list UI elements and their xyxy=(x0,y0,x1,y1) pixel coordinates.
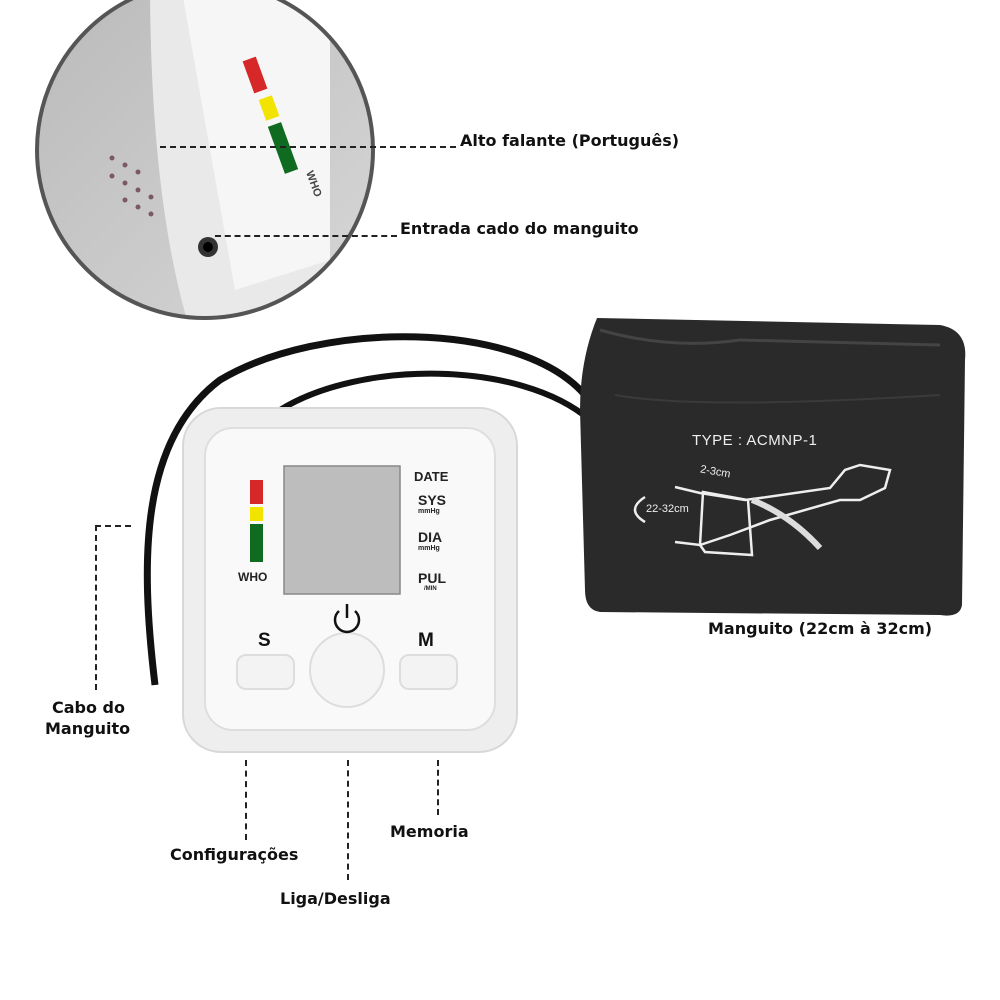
cuff-callout: Manguito (22cm à 32cm) xyxy=(708,619,933,638)
dia-unit: mmHg xyxy=(418,545,440,552)
date-label: DATE xyxy=(414,469,449,484)
cable-leader-line-v xyxy=(95,525,97,690)
sys-label: SYS xyxy=(418,492,447,508)
who-label: WHO xyxy=(238,570,268,584)
s-button-label: S xyxy=(258,630,271,651)
cuff xyxy=(580,318,966,616)
settings-leader-line xyxy=(245,760,247,840)
who-yellow-bar xyxy=(258,95,280,121)
arm-diagram-icon xyxy=(633,463,892,557)
pul-unit: /MIN xyxy=(424,586,437,592)
who-green-bar xyxy=(250,524,263,562)
dia-label: DIA xyxy=(418,529,443,545)
pul-label: PUL xyxy=(418,570,446,586)
cuff-port-leader-line xyxy=(215,235,397,237)
power-callout: Liga/Desliga xyxy=(280,889,391,908)
memory-callout: Memoria xyxy=(390,822,469,841)
s-button xyxy=(236,654,295,690)
power-icon xyxy=(333,604,361,634)
lcd-screen xyxy=(283,465,401,595)
speaker-leader-line xyxy=(160,146,456,148)
magnified-view xyxy=(37,0,373,318)
who-red-bar xyxy=(250,480,263,504)
settings-callout: Configurações xyxy=(170,845,299,864)
who-red-bar xyxy=(242,56,268,94)
m-button xyxy=(399,654,458,690)
power-button xyxy=(309,632,385,708)
who-yellow-bar xyxy=(250,507,263,521)
m-button-label: M xyxy=(418,630,434,651)
cable-callout-line1: Cabo do xyxy=(52,698,125,717)
cable-leader-line-h xyxy=(95,525,131,527)
cuff-port-callout: Entrada cado do manguito xyxy=(400,219,639,238)
sys-unit: mmHg xyxy=(418,508,440,515)
memory-leader-line xyxy=(437,760,439,815)
cuff-cable xyxy=(143,333,588,686)
blood-pressure-monitor xyxy=(182,407,518,753)
who-green-bar xyxy=(267,122,299,174)
power-leader-line xyxy=(347,760,349,880)
cuff-type-text: TYPE : ACMNP-1 xyxy=(692,432,818,449)
cable-callout-line2: Manguito xyxy=(45,719,131,738)
cuff-range-text: 22-32cm xyxy=(646,503,689,515)
speaker-holes-icon xyxy=(109,155,154,217)
speaker-callout: Alto falante (Português) xyxy=(460,131,680,150)
